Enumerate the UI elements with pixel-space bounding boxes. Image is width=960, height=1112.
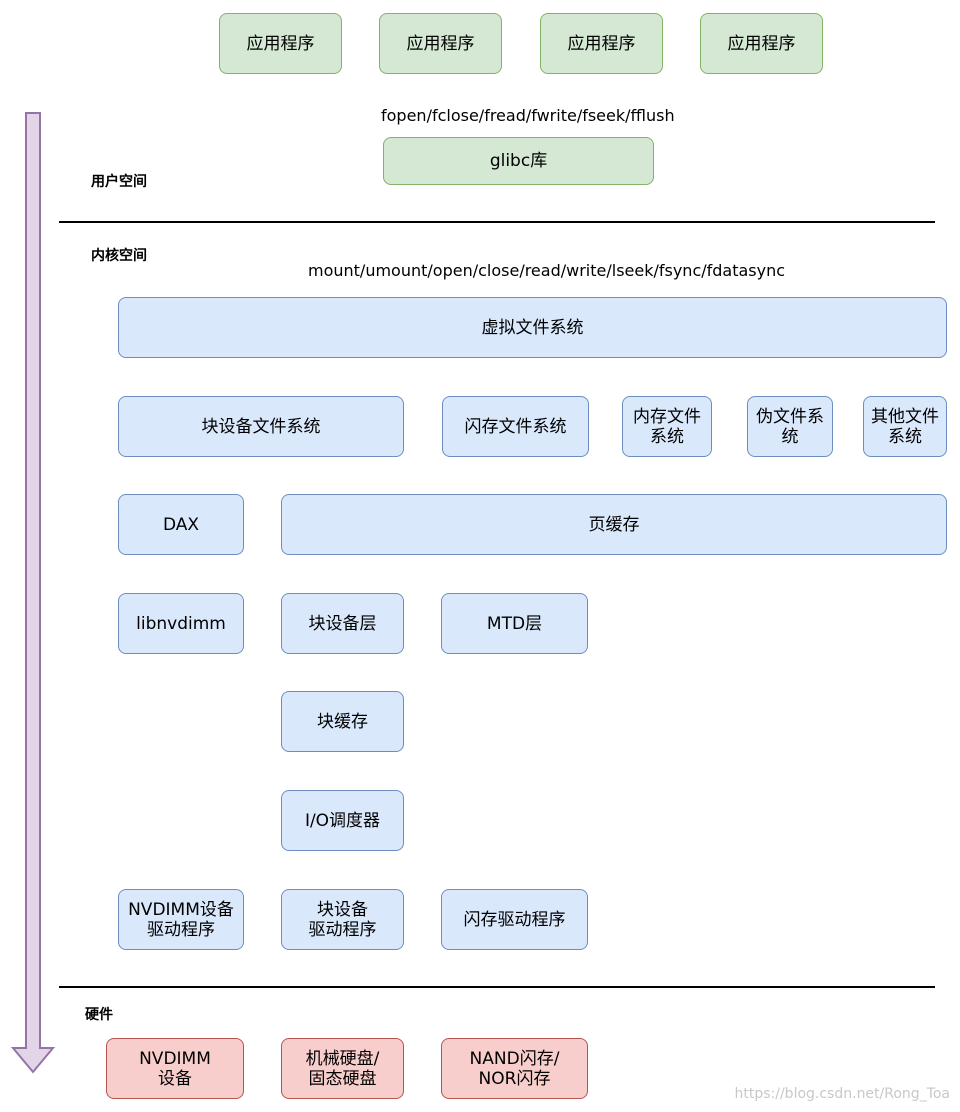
vfs-box: 虚拟文件系统 bbox=[118, 297, 947, 358]
user-kernel-divider bbox=[59, 221, 935, 223]
glibc-box: glibc库 bbox=[383, 137, 654, 185]
disk-box: 机械硬盘/ 固态硬盘 bbox=[281, 1038, 404, 1099]
io-scheduler-box: I/O调度器 bbox=[281, 790, 404, 851]
block-driver-box: 块设备 驱动程序 bbox=[281, 889, 404, 950]
nvdimm-device-box: NVDIMM 设备 bbox=[106, 1038, 244, 1099]
flash-fs-box: 闪存文件系统 bbox=[442, 396, 589, 457]
nvdimm-driver-box: NVDIMM设备 驱动程序 bbox=[118, 889, 244, 950]
flash-driver-box: 闪存驱动程序 bbox=[441, 889, 588, 950]
watermark: https://blog.csdn.net/Rong_Toa bbox=[734, 1086, 951, 1102]
down-arrow-shape bbox=[10, 112, 56, 1074]
page-cache-box: 页缓存 bbox=[281, 494, 947, 555]
mtd-layer-box: MTD层 bbox=[441, 593, 588, 654]
other-fs-box: 其他文件 系统 bbox=[863, 396, 947, 457]
user-space-label: 用户空间 bbox=[91, 174, 147, 190]
block-layer-box: 块设备层 bbox=[281, 593, 404, 654]
flash-device-box: NAND闪存/ NOR闪存 bbox=[441, 1038, 588, 1099]
kernel-hardware-divider bbox=[59, 986, 935, 988]
memory-fs-box: 内存文件 系统 bbox=[622, 396, 712, 457]
user-calls-label: fopen/fclose/fread/fwrite/fseek/fflush bbox=[381, 106, 675, 125]
kernel-space-label: 内核空间 bbox=[91, 248, 147, 264]
pseudo-fs-box: 伪文件系 统 bbox=[747, 396, 833, 457]
block-cache-box: 块缓存 bbox=[281, 691, 404, 752]
libnvdimm-box: libnvdimm bbox=[118, 593, 244, 654]
dax-box: DAX bbox=[118, 494, 244, 555]
app-box-3: 应用程序 bbox=[540, 13, 663, 74]
app-box-1: 应用程序 bbox=[219, 13, 342, 74]
kernel-calls-label: mount/umount/open/close/read/write/lseek… bbox=[308, 261, 786, 280]
block-fs-box: 块设备文件系统 bbox=[118, 396, 404, 457]
hardware-label: 硬件 bbox=[85, 1007, 113, 1023]
app-box-4: 应用程序 bbox=[700, 13, 823, 74]
app-box-2: 应用程序 bbox=[379, 13, 502, 74]
